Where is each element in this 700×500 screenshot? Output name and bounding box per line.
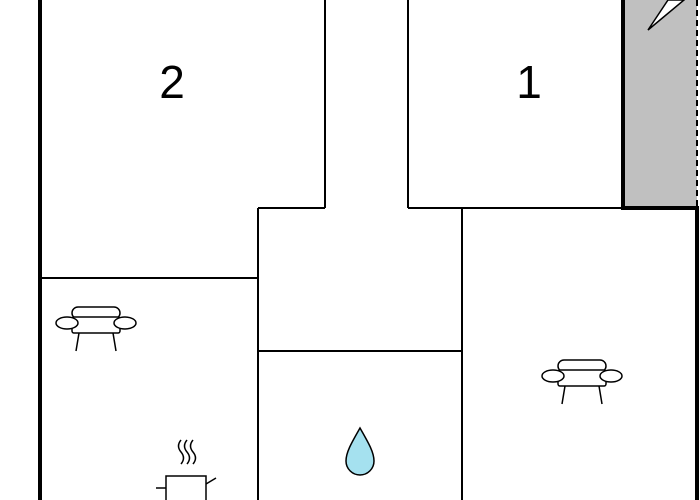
door-swing-icon [647, 0, 686, 31]
sofa-icon [541, 359, 623, 405]
interior-walls [40, 0, 623, 500]
water-drop-icon [345, 426, 375, 476]
room-label-2: 2 [159, 56, 185, 108]
room-label-1: 1 [516, 56, 542, 108]
sofa-icon [55, 306, 137, 352]
shaded-area [623, 0, 697, 208]
stove-icon [156, 439, 217, 500]
